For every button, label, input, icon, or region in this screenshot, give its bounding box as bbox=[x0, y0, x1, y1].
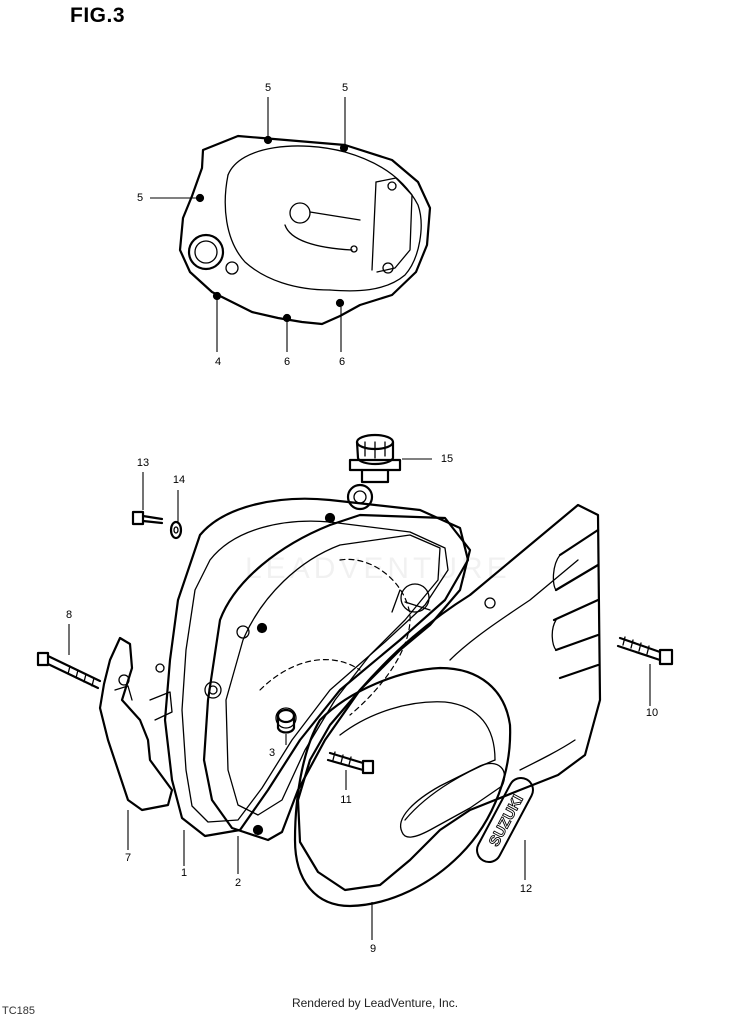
inner-cover-gasket bbox=[178, 134, 432, 326]
inner-cover-2 bbox=[202, 483, 472, 842]
filler-cap-15 bbox=[348, 433, 402, 484]
screw-13 bbox=[131, 510, 164, 526]
gasket-1 bbox=[163, 497, 470, 838]
outer-cover-12 bbox=[296, 503, 602, 892]
part-label-5: 5 bbox=[341, 82, 349, 94]
part-label-6: 6 bbox=[338, 356, 346, 368]
washer-14 bbox=[169, 520, 183, 540]
bolt-8 bbox=[36, 651, 102, 690]
watermark: LEADVENTURE bbox=[245, 552, 511, 585]
part-label-5: 5 bbox=[264, 82, 272, 94]
figure-title: FIG.3 bbox=[70, 4, 126, 27]
part-label-8: 8 bbox=[65, 609, 73, 621]
part-label-10: 10 bbox=[645, 707, 659, 719]
part-label-15: 15 bbox=[440, 453, 454, 465]
part-label-9: 9 bbox=[369, 943, 377, 955]
bracket-7 bbox=[98, 636, 174, 812]
footer-credit: Rendered by LeadVenture, Inc. bbox=[291, 996, 459, 1010]
clutch-cover-9 bbox=[293, 666, 512, 908]
bolt-11 bbox=[326, 751, 375, 775]
part-label-3: 3 bbox=[268, 747, 276, 759]
bolt-10 bbox=[616, 636, 674, 666]
dowel-pin-3 bbox=[276, 708, 296, 734]
part-label-14: 14 bbox=[172, 474, 186, 486]
part-label-4: 4 bbox=[214, 356, 222, 368]
part-label-5: 5 bbox=[136, 192, 144, 204]
part-label-6: 6 bbox=[283, 356, 291, 368]
leader-lines-bottom bbox=[68, 458, 651, 940]
part-label-11: 11 bbox=[340, 794, 352, 806]
diagram-code: TC185 bbox=[2, 1005, 36, 1017]
part-label-1: 1 bbox=[180, 867, 188, 879]
leader-lines-top bbox=[150, 97, 346, 352]
part-label-2: 2 bbox=[234, 877, 242, 889]
part-label-7: 7 bbox=[124, 852, 132, 864]
part-label-12: 12 bbox=[519, 883, 533, 895]
part-label-13: 13 bbox=[136, 457, 150, 469]
